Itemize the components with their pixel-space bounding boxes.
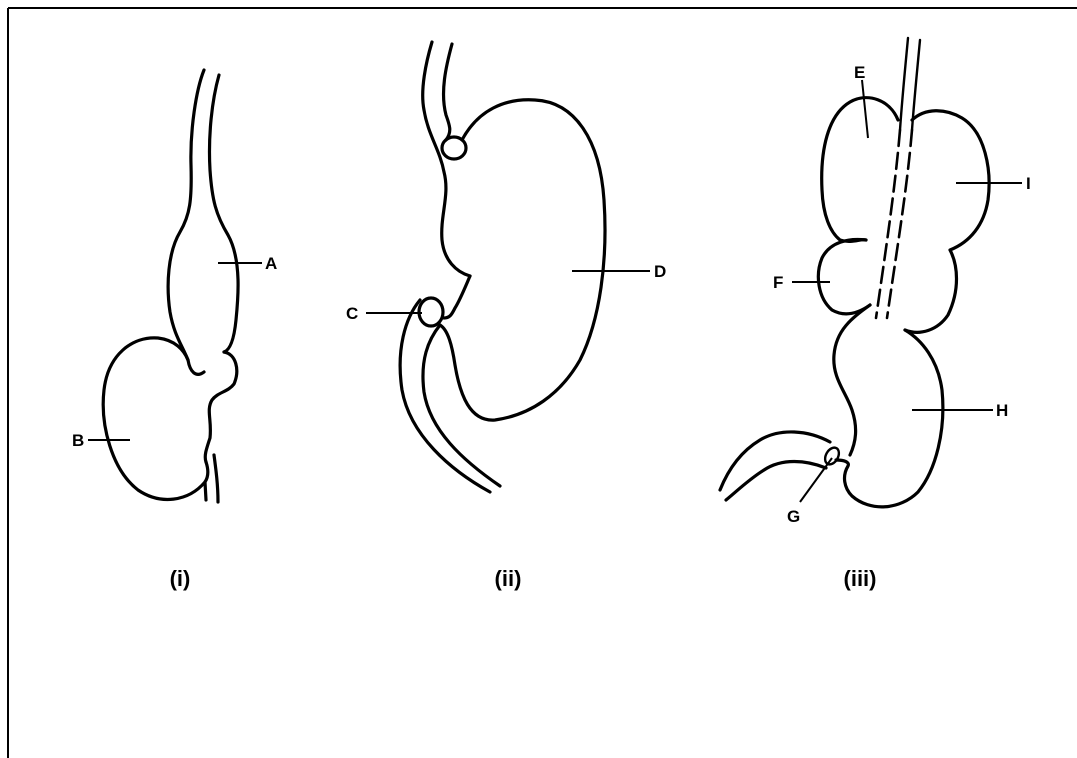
caption-panel-2: (ii) xyxy=(495,566,522,591)
label-d: D xyxy=(654,262,666,281)
panel-i-junction-bulge xyxy=(205,352,237,462)
panel-iii-drawing xyxy=(720,38,989,507)
panel-i-drawing xyxy=(103,70,238,502)
panel-iii-pylorus-ring xyxy=(822,445,841,467)
panel-iii-stomach-h xyxy=(834,305,870,455)
panel-ii-drawing xyxy=(400,42,605,492)
leader-e xyxy=(862,80,868,138)
panel-iii-lobe-i xyxy=(905,111,989,333)
panel-i-outlet-left xyxy=(205,482,206,500)
panel-i-sac-b xyxy=(103,338,208,500)
label-h: H xyxy=(996,401,1008,420)
label-a: A xyxy=(265,254,277,273)
label-c: C xyxy=(346,304,358,323)
panel-i-outlet-right xyxy=(214,455,218,502)
caption-panel-1: (i) xyxy=(170,566,191,591)
panel-ii-lesser-curve xyxy=(444,276,470,318)
panel-iii-duodenum-lower xyxy=(726,462,826,501)
label-i: I xyxy=(1026,174,1031,193)
panel-iii-lobe-e xyxy=(822,98,898,242)
panel-ii-duodenum-inner xyxy=(423,325,500,486)
panel-ii-pylorus-ring xyxy=(419,298,443,326)
label-b: B xyxy=(72,431,84,450)
panel-iii-stomach-h-right xyxy=(836,330,943,507)
label-e: E xyxy=(854,63,865,82)
panel-iii-lobe-f xyxy=(818,240,870,314)
panel-iii-tube-dashed-right xyxy=(887,130,912,318)
panel-iii-duodenum-upper xyxy=(720,432,830,490)
panel-iii-tube-left xyxy=(900,38,908,130)
label-f: F xyxy=(773,273,783,292)
panel-ii-esophagus-right xyxy=(444,44,452,140)
caption-panel-3: (iii) xyxy=(844,566,877,591)
panel-i-tube-right-wall xyxy=(209,75,238,352)
panel-i-tube-left-wall xyxy=(168,70,204,374)
figure-border xyxy=(8,8,1077,758)
panel-iii-tube-dashed-left xyxy=(876,130,900,318)
label-g: G xyxy=(787,507,800,526)
